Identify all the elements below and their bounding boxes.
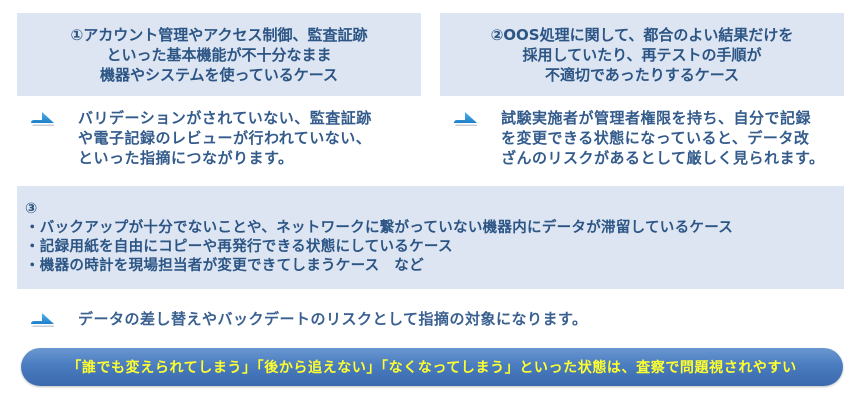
- case-2-result-line-3: ざんのリスクがあるとして厳しく見られます。: [501, 149, 825, 167]
- case-1-heading-line-1: ①アカウント管理やアクセス制御、監査証跡: [70, 25, 368, 44]
- case-3-bullet-2: ・記録用紙を自由にコピーや再発行できる状態にしているケース: [25, 239, 453, 255]
- arrow-right-icon: [31, 313, 54, 327]
- arrow-right-icon: [454, 112, 477, 126]
- case-2-heading-line-1: ②OOS処理に関して、都合のよい結果だけを: [490, 25, 794, 44]
- case-3-box: ③ ・バックアップが十分でないことや、ネットワークに繋がっていない機器内にデータ…: [17, 186, 844, 289]
- case-2-result-line-2: を変更できる状態になっていると、データ改: [501, 129, 810, 147]
- summary-banner-text: 「誰でも変えられてしまう」「後から追えない」「なくなってしまう」といった状態は、…: [67, 360, 797, 376]
- case-2-heading-line-2: 採用していたり、再テストの手順が: [522, 45, 762, 64]
- case-1-result-line-2: や電子記録のレビューが行われていない、: [78, 129, 372, 147]
- case-3-number: ③: [25, 201, 38, 217]
- case-2-heading-line-3: 不適切であったりするケース: [544, 65, 740, 84]
- case-2-result: 試験実施者が管理者権限を持ち、自分で記録 を変更できる状態になっていると、データ…: [453, 108, 825, 168]
- case-3-result: データの差し替えやバックデートのリスクとして指摘の対象になります。: [30, 309, 588, 329]
- summary-banner: 「誰でも変えられてしまう」「後から追えない」「なくなってしまう」といった状態は、…: [21, 348, 843, 386]
- case-2-result-line-1: 試験実施者が管理者権限を持ち、自分で記録: [501, 109, 812, 127]
- case-2-heading-box: ②OOS処理に関して、都合のよい結果だけを 採用していたり、再テストの手順が 不…: [440, 13, 844, 96]
- case-3-result-line-1: データの差し替えやバックデートのリスクとして指摘の対象になります。: [78, 310, 588, 328]
- case-1-heading-line-2: といった基本機能が不十分なまま: [106, 45, 332, 64]
- arrow-right-icon: [31, 112, 54, 126]
- case-1-heading-line-3: 機器やシステムを使っているケース: [99, 65, 339, 84]
- case-1-result: バリデーションがされていない、監査証跡 や電子記録のレビューが行われていない、 …: [30, 108, 372, 168]
- case-3-bullet-3: ・機器の時計を現場担当者が変更できてしまうケース など: [25, 258, 424, 274]
- case-3-bullet-1: ・バックアップが十分でないことや、ネットワークに繋がっていない機器内にデータが滞…: [25, 220, 734, 236]
- case-1-heading-box: ①アカウント管理やアクセス制御、監査証跡 といった基本機能が不十分なまま 機器や…: [17, 13, 421, 96]
- case-1-result-line-3: といった指摘につながります。: [78, 149, 294, 167]
- case-1-result-line-1: バリデーションがされていない、監査証跡: [78, 109, 372, 127]
